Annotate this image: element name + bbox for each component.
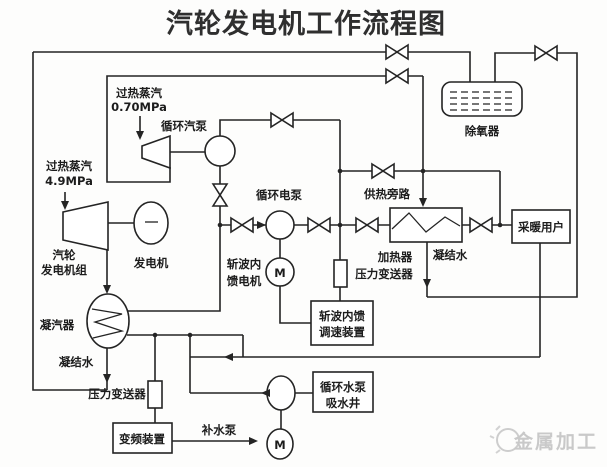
- watermark: 金属加工: [489, 425, 598, 454]
- label-steam-low: 过热蒸汽: [116, 86, 162, 100]
- arrow-condensate-down: [103, 374, 111, 383]
- watermark-sparkle-icon: [489, 425, 501, 454]
- valve-heater-outlet: [469, 216, 493, 234]
- chopper-governor-box: [310, 300, 374, 346]
- label-pressure-transmitter-mid: 压力变送器: [355, 267, 413, 281]
- arrow-heater-drain-down: [423, 279, 431, 288]
- link-motor-governor: [279, 286, 311, 324]
- condenser-symbol: [86, 293, 130, 349]
- chopper-motor-symbol-circle: [265, 257, 295, 287]
- aux-turbine: [141, 134, 171, 170]
- condenser-coil: [91, 308, 125, 339]
- label-heater: 加热器: [377, 250, 413, 264]
- label-suction-well-1: 循环水泵: [319, 380, 366, 394]
- pressure-transmitter-mid-symbol: [333, 259, 348, 288]
- watermark-text: 金属加工: [513, 430, 598, 453]
- label-motor-m1: M: [274, 266, 285, 280]
- label-condenser: 凝汽器: [40, 318, 75, 332]
- label-motor-m2: M: [274, 438, 285, 452]
- pipe-network: [32, 51, 578, 442]
- label-turbine-unit-2: 发电机组: [40, 263, 87, 277]
- label-generator: 发电机: [133, 256, 169, 270]
- label-chopper-motor-1: 斩波内: [227, 257, 262, 271]
- arrow-steam-low-down: [136, 131, 144, 140]
- label-governor-1: 斩波内馈: [319, 309, 365, 323]
- vfd-box: [112, 422, 173, 454]
- label-condensate-right: 凝结水: [433, 248, 468, 262]
- label-suction-well-2: 吸水井: [326, 396, 361, 410]
- heating-user-box: [511, 209, 571, 244]
- arrow-into-makeup-motor: [249, 437, 258, 445]
- pressure-transmitter-left-symbol: [147, 380, 163, 409]
- equipment: [62, 81, 571, 460]
- circulating-steam-pump-symbol: [204, 135, 236, 167]
- label-heating-user: 采暖用户: [517, 220, 564, 234]
- label-steam-high-pressure: 4.9MPa: [45, 174, 93, 188]
- circulating-water-pump-symbol: [266, 375, 296, 411]
- arrow-exhaust-down: [103, 285, 111, 294]
- label-deaerator: 除氧器: [465, 124, 500, 138]
- pipe-pump-discharge: [219, 119, 340, 136]
- valve-heater-inlet: [355, 216, 379, 234]
- label-makeup-pump: 补水泵: [201, 423, 237, 437]
- label-circulating-electric-pump: 循环电泵: [255, 188, 302, 202]
- circulating-electric-pump-symbol: [265, 210, 295, 240]
- pipe-right-return: [427, 52, 578, 298]
- valve-steam-pump-outlet: [211, 183, 229, 207]
- label-steam-high: 过热蒸汽: [46, 159, 92, 173]
- valve-steam-to-heater: [385, 67, 409, 85]
- pipe-top-to-deaerator: [33, 51, 471, 82]
- heater-box: [389, 207, 463, 243]
- main-turbine: [62, 201, 109, 251]
- label-circulating-steam-pump: 循环汽泵: [160, 119, 207, 133]
- label-governor-2: 调速装置: [319, 325, 365, 339]
- suction-well-box: [312, 371, 374, 413]
- arrow-heater-steam-down: [419, 198, 427, 207]
- arrow-into-electric-pump: [257, 221, 266, 229]
- valve-top-condensate: [385, 43, 409, 61]
- label-heating-bypass: 供热旁路: [363, 187, 410, 201]
- label-chopper-motor-2: 馈电机: [227, 274, 262, 288]
- page-title: 汽轮发电机工作流程图: [166, 8, 446, 40]
- flow-arrows: [61, 131, 431, 445]
- label-vfd: 变频装置: [119, 432, 165, 446]
- arrow-steam-high-down: [61, 201, 69, 210]
- pipe-inner-box: [106, 75, 423, 183]
- arrow-coolant-left: [261, 389, 270, 397]
- pipe-pump-suction: [127, 166, 221, 312]
- pipe-junctions: [152, 168, 503, 338]
- makeup-pump-motor-circle: [266, 428, 294, 460]
- heater-coil: [391, 212, 461, 233]
- valve-main-1: [230, 216, 254, 234]
- arrow-return-left: [224, 353, 233, 361]
- deaerator-vessel: [441, 81, 523, 117]
- valve-deaerator-return: [534, 44, 558, 62]
- pipe-left-border: [32, 52, 107, 391]
- valve-heating-bypass: [371, 162, 395, 180]
- valves: [211, 43, 558, 234]
- valve-steam-pump-discharge: [270, 111, 294, 129]
- valve-main-2: [307, 216, 331, 234]
- watermark-logo-icon: [496, 428, 520, 452]
- label-condensate-left: 凝结水: [59, 355, 94, 369]
- label-turbine-unit-1: 汽轮: [53, 248, 76, 262]
- label-steam-low-pressure: 0.70MPa: [111, 100, 167, 114]
- generator-symbol: [133, 201, 169, 245]
- label-pressure-transmitter-left: 压力变送器: [88, 387, 146, 401]
